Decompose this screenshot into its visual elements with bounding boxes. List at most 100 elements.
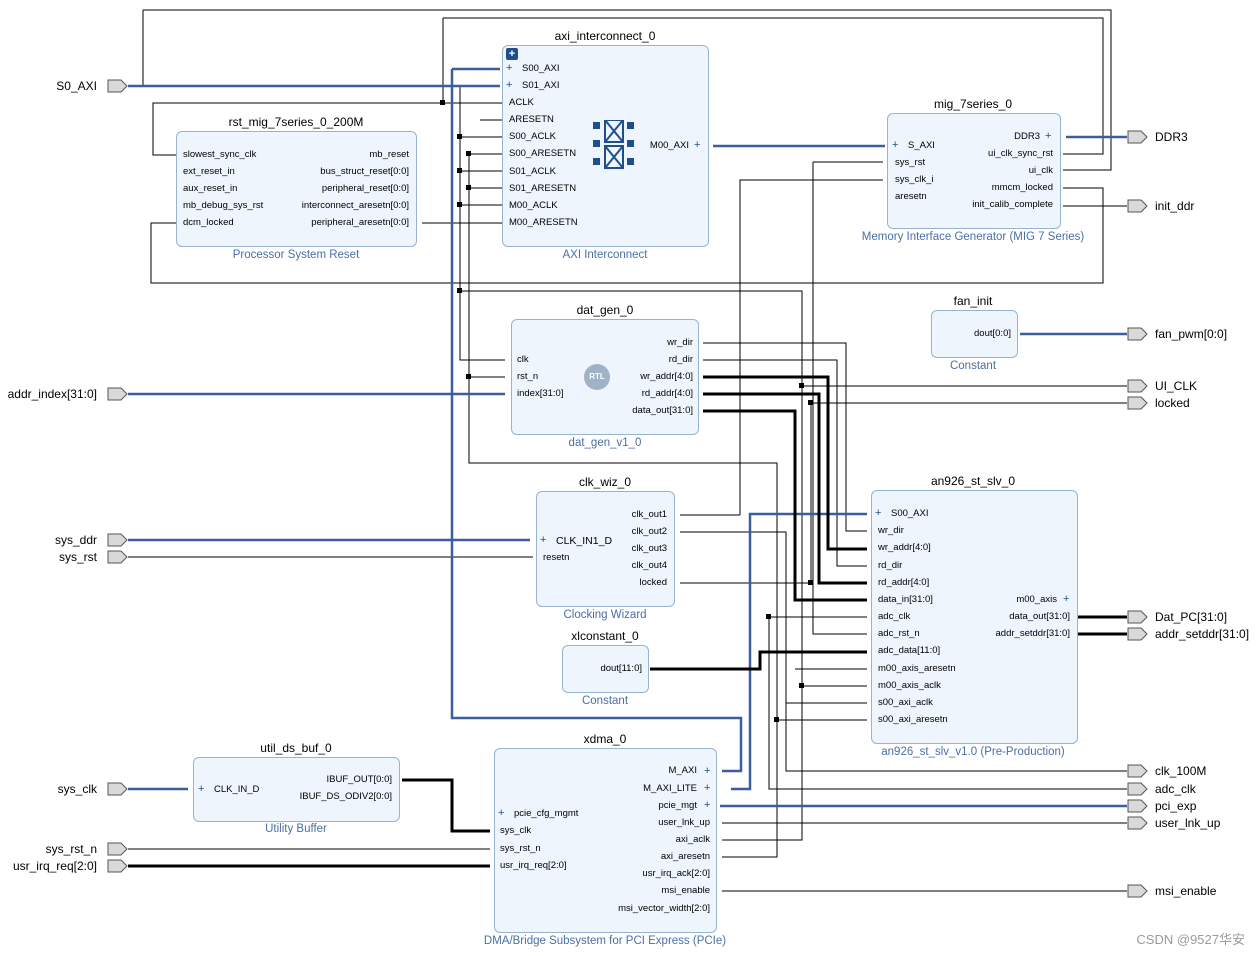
port-user-lnk-up[interactable]: user_lnk_up <box>1155 816 1221 830</box>
clkwiz-pin-r4: locked <box>639 577 667 588</box>
wire-rd-dir <box>703 359 867 567</box>
an-pin-l6: adc_clk <box>878 611 911 622</box>
mig-pin-l1: sys_rst <box>895 157 926 168</box>
rst-pin-r2: peripheral_reset[0:0] <box>321 183 409 194</box>
bus-data-out <box>703 409 867 602</box>
plus-icon[interactable]: + <box>506 62 513 74</box>
xlc-block-name: xlconstant_0 <box>571 629 639 643</box>
an-pin-r1: data_out[31:0] <box>1009 611 1070 622</box>
plus-icon[interactable]: + <box>540 534 547 546</box>
port-ui-clk[interactable]: UI_CLK <box>1155 379 1198 393</box>
axi-pin-l3: ARESETN <box>509 114 554 125</box>
an-pin-l0: S00_AXI <box>891 508 929 519</box>
axi-pin-l0: S00_AXI <box>522 63 560 74</box>
xdma-pin-l2: sys_rst_n <box>500 843 541 854</box>
xdma-pin-r7: msi_enable <box>661 885 710 896</box>
port-addr-setddr[interactable]: addr_setddr[31:0] <box>1155 627 1250 641</box>
rst-pin-r3: interconnect_aresetn[0:0] <box>301 200 409 211</box>
buf-block[interactable] <box>193 757 400 822</box>
axi-pin-r0: M00_AXI <box>649 140 689 151</box>
xdma-pin-r3: user_lnk_up <box>658 817 710 828</box>
port-arrows <box>107 79 1148 898</box>
clkwiz-block[interactable] <box>536 491 675 607</box>
port-sys-rst-n[interactable]: sys_rst_n <box>45 842 97 856</box>
xdma-block[interactable] <box>494 748 717 933</box>
port-locked[interactable]: locked <box>1155 396 1190 410</box>
rst-block-type: Processor System Reset <box>232 249 360 261</box>
port-init-ddr[interactable]: init_ddr <box>1155 199 1195 213</box>
port-dat-pc[interactable]: Dat_PC[31:0] <box>1155 610 1228 624</box>
an-pin-l2: wr_addr[4:0] <box>878 542 931 553</box>
port-adc-clk[interactable]: adc_clk <box>1155 782 1196 796</box>
mig-block[interactable] <box>887 113 1061 229</box>
xdma-pin-l1: sys_clk <box>500 825 532 836</box>
xdma-block-name: xdma_0 <box>583 732 627 746</box>
xlc-pin-r0: dout[11:0] <box>600 663 642 674</box>
port-addr-index[interactable]: addr_index[31:0] <box>7 387 97 401</box>
xdma-pin-r0: M_AXI <box>668 765 697 776</box>
dat-pin-r0: wr_dir <box>667 337 693 348</box>
plus-icon[interactable]: + <box>694 139 701 151</box>
axi-pin-l1: S01_AXI <box>522 80 560 91</box>
fan-block-name: fan_init <box>953 294 993 308</box>
wire-adc-clk <box>768 617 1127 790</box>
plus-icon[interactable]: + <box>1045 130 1052 142</box>
wire-clk-dat <box>459 86 505 361</box>
plus-icon[interactable]: + <box>704 799 711 811</box>
an-pin-l1: wr_dir <box>878 525 904 536</box>
plus-icon[interactable]: + <box>875 507 882 519</box>
clkwiz-pin-r3: clk_out4 <box>631 560 667 571</box>
an-pin-l10: m00_axis_aclk <box>878 680 941 691</box>
an-block[interactable] <box>871 490 1078 744</box>
wire-wr-dir <box>703 342 867 532</box>
rst-block-name: rst_mig_7series_0_200M <box>228 115 364 129</box>
dat-pin-l0: clk <box>517 354 529 365</box>
plus-icon[interactable]: + <box>704 782 711 794</box>
port-usr-irq-req[interactable]: usr_irq_req[2:0] <box>12 859 97 873</box>
port-sys-clk[interactable]: sys_clk <box>57 782 97 796</box>
plus-icon[interactable]: + <box>1063 593 1070 605</box>
plus-icon[interactable]: + <box>198 783 205 795</box>
port-sys-rst[interactable]: sys_rst <box>58 550 97 564</box>
plus-icon[interactable]: + <box>498 807 505 819</box>
rst-block[interactable] <box>176 131 417 247</box>
bus-m-axi <box>450 69 743 773</box>
xdma-pin-r6: usr_irq_ack[2:0] <box>642 868 710 879</box>
clkwiz-pin-l1: resetn <box>543 552 570 563</box>
expand-icon[interactable]: + <box>506 48 518 60</box>
mig-pin-r1: ui_clk_sync_rst <box>988 148 1053 159</box>
dat-pin-r4: data_out[31:0] <box>632 405 693 416</box>
axi-pin-l5: S00_ARESETN <box>509 148 577 159</box>
wire-adc-rst <box>812 162 867 635</box>
wire-ui-clk-loop <box>143 9 1112 171</box>
fan-block[interactable] <box>931 310 1018 358</box>
port-pci-exp[interactable]: pci_exp <box>1155 799 1197 813</box>
an-pin-l5: data_in[31:0] <box>878 594 933 605</box>
plus-icon[interactable]: + <box>892 139 899 151</box>
xdma-pin-l3: usr_irq_req[2:0] <box>500 860 567 871</box>
port-ddr3[interactable]: DDR3 <box>1155 130 1188 144</box>
plus-icon[interactable]: + <box>506 79 513 91</box>
rst-pin-l4: dcm_locked <box>183 217 234 228</box>
bus-rd-addr <box>703 392 867 585</box>
xdma-block-type: DMA/Bridge Subsystem for PCI Express (PC… <box>483 935 727 947</box>
xdma-pin-r2: pcie_mgt <box>658 800 697 811</box>
port-sys-ddr[interactable]: sys_ddr <box>54 533 97 547</box>
wire-sys-clk-i <box>739 179 883 515</box>
xlc-block[interactable] <box>562 645 649 693</box>
port-s0-axi[interactable]: S0_AXI <box>56 79 97 93</box>
dat-pin-l1: rst_n <box>517 371 539 382</box>
axi-block-type: AXI Interconnect <box>562 249 648 261</box>
plus-icon[interactable]: + <box>704 765 711 777</box>
port-clk-100m[interactable]: clk_100M <box>1155 764 1207 778</box>
mig-pin-r2: ui_clk <box>1028 165 1053 176</box>
port-msi-enable[interactable]: msi_enable <box>1155 884 1217 898</box>
rst-pin-r1: bus_struct_reset[0:0] <box>320 166 409 177</box>
dat-pin-l2: index[31:0] <box>517 388 564 399</box>
an-pin-l12: s00_axi_aresetn <box>878 714 948 725</box>
axi-pin-l2: ACLK <box>509 97 534 108</box>
port-fan-pwm[interactable]: fan_pwm[0:0] <box>1155 327 1228 341</box>
xdma-pin-r1: M_AXI_LITE <box>643 783 697 794</box>
an-pin-l4: rd_addr[4:0] <box>878 577 930 588</box>
